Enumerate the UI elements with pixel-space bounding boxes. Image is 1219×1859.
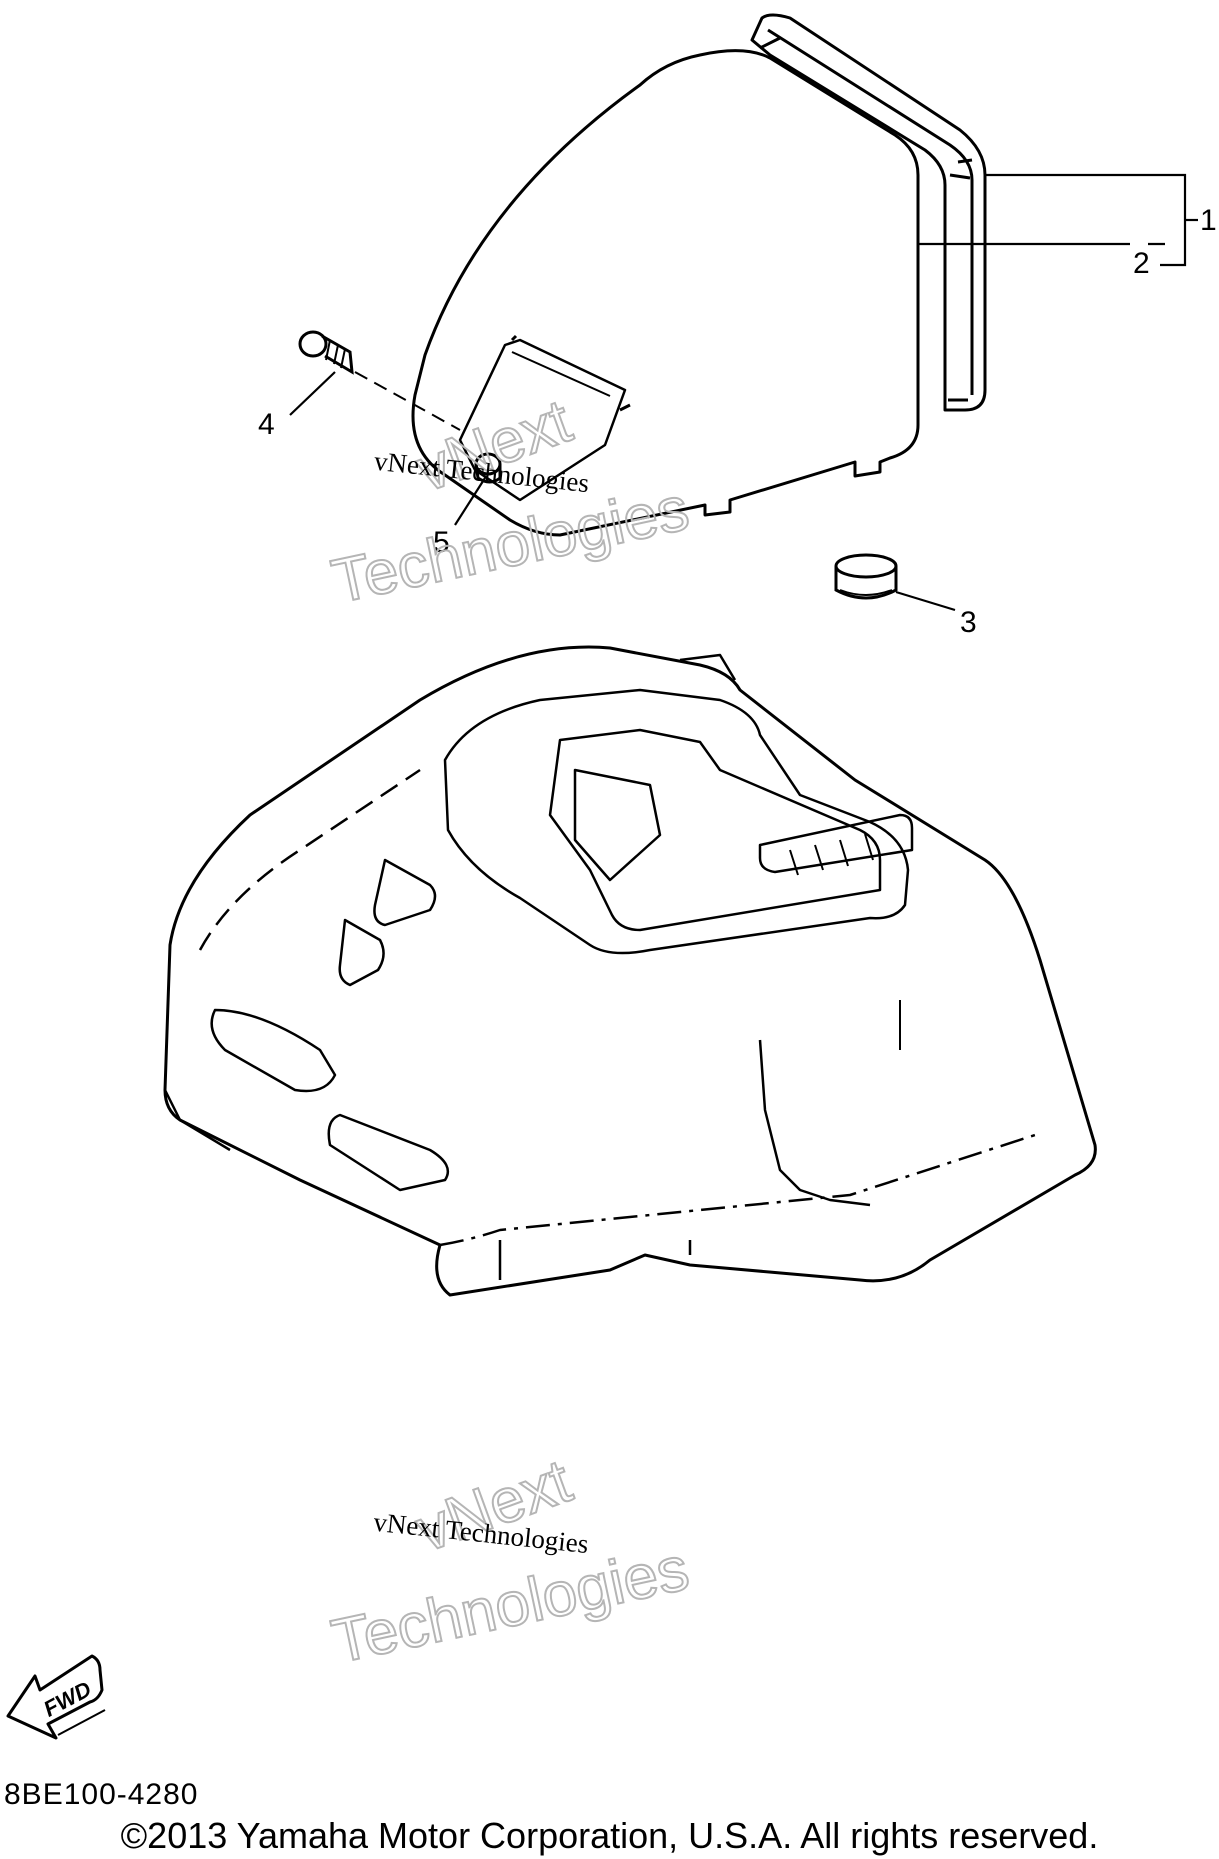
watermark-upper: vNext Technologies vNext Technologies (325, 386, 695, 618)
fwd-arrow-icon: FWD (6, 1654, 106, 1740)
svg-text:Technologies: Technologies (326, 1534, 694, 1677)
panel-cover-part (411, 13, 987, 537)
callout-5: 5 (433, 526, 450, 559)
svg-text:Technologies: Technologies (326, 474, 694, 617)
copyright-notice: ©2013 Yamaha Motor Corporation, U.S.A. A… (120, 1815, 1099, 1856)
watermark-lower: vNext Technologies vNext Technologies (325, 1446, 695, 1678)
panel-body (411, 49, 920, 537)
grommet-part (834, 553, 898, 600)
callout-1: 1 (1200, 204, 1217, 237)
callout-3: 3 (960, 606, 977, 639)
panel-seal (750, 13, 987, 412)
leader-lines (289, 173, 1198, 612)
callout-2: 2 (1133, 247, 1150, 280)
top-cowling (163, 645, 1097, 1297)
part-code: 8BE100-4280 (4, 1778, 199, 1811)
screw-leader-dashed (354, 371, 461, 431)
nut-part (474, 452, 502, 484)
callout-4: 4 (258, 408, 275, 441)
screw-part (298, 330, 354, 375)
